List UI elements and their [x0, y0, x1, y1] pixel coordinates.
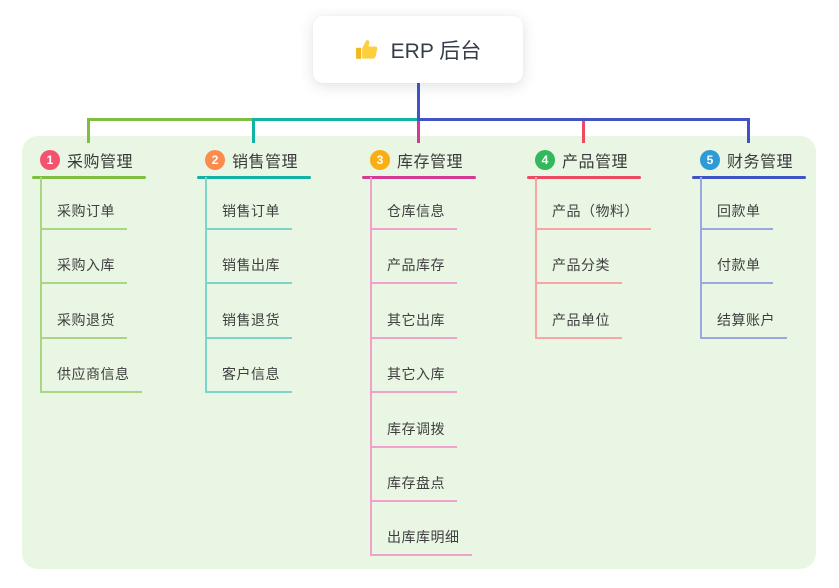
branch-drop-line [582, 121, 585, 143]
branch-label: 销售管理 [232, 154, 299, 171]
thumbs-up-icon [355, 37, 380, 62]
child-node[interactable]: 产品库存 [370, 231, 457, 285]
child-node[interactable]: 采购入库 [40, 231, 127, 285]
branch-children-connector [700, 177, 702, 339]
branch-children-connector [40, 177, 42, 394]
child-node[interactable]: 客户信息 [205, 340, 292, 394]
bus-line-middle [252, 118, 417, 121]
branch-number-badge: 1 [40, 150, 60, 170]
branch-number-badge: 3 [370, 150, 390, 170]
branch-header[interactable]: 4 产品管理 [535, 148, 628, 172]
branch-drop-line [747, 121, 750, 143]
branch-underline [32, 176, 146, 179]
branch-underline [197, 176, 311, 179]
branch-drop-line [87, 121, 90, 143]
bus-line-left [87, 118, 252, 121]
root-label: ERP 后台 [390, 39, 482, 63]
child-node[interactable]: 销售订单 [205, 177, 292, 230]
branches-panel-background [22, 136, 816, 569]
child-node[interactable]: 结算账户 [700, 286, 787, 339]
branch-header[interactable]: 5 财务管理 [700, 148, 793, 172]
child-node[interactable]: 其它出库 [370, 286, 457, 339]
child-node[interactable]: 销售退货 [205, 286, 292, 339]
branch-underline [527, 176, 641, 179]
child-node[interactable]: 供应商信息 [40, 340, 142, 394]
branch-header[interactable]: 1 采购管理 [40, 148, 133, 172]
branch-number-badge: 2 [205, 150, 225, 170]
child-node[interactable]: 付款单 [700, 231, 773, 285]
branch-underline [362, 176, 476, 179]
branch-drop-line [252, 121, 255, 143]
branch-children-connector [205, 177, 207, 394]
child-node[interactable]: 采购退货 [40, 286, 127, 339]
child-node[interactable]: 销售出库 [205, 231, 292, 285]
child-node[interactable]: 采购订单 [40, 177, 127, 230]
child-node[interactable]: 库存盘点 [370, 449, 457, 502]
child-node[interactable]: 回款单 [700, 177, 773, 230]
child-node[interactable]: 出库库明细 [370, 503, 472, 557]
branch-label: 库存管理 [397, 154, 464, 171]
root-stem-line [417, 83, 420, 121]
child-node[interactable]: 仓库信息 [370, 177, 457, 230]
branch-header[interactable]: 2 销售管理 [205, 148, 298, 172]
branch-drop-line [417, 121, 420, 143]
branch-number-badge: 5 [700, 150, 720, 170]
branch-children-connector [535, 177, 537, 339]
child-node[interactable]: 库存调拨 [370, 395, 457, 448]
branch-underline [692, 176, 806, 179]
branch-label: 采购管理 [67, 154, 134, 171]
child-node[interactable]: 产品单位 [535, 286, 622, 339]
branch-label: 财务管理 [727, 154, 794, 171]
branch-header[interactable]: 3 库存管理 [370, 148, 463, 172]
child-node[interactable]: 产品分类 [535, 231, 622, 285]
child-node[interactable]: 其它入库 [370, 340, 457, 394]
root-node[interactable]: ERP 后台 [313, 16, 523, 83]
child-node[interactable]: 产品（物料） [535, 177, 651, 230]
branch-children-connector [370, 177, 372, 557]
branch-label: 产品管理 [562, 154, 629, 171]
branch-number-badge: 4 [535, 150, 555, 170]
bus-line-right [417, 118, 750, 121]
